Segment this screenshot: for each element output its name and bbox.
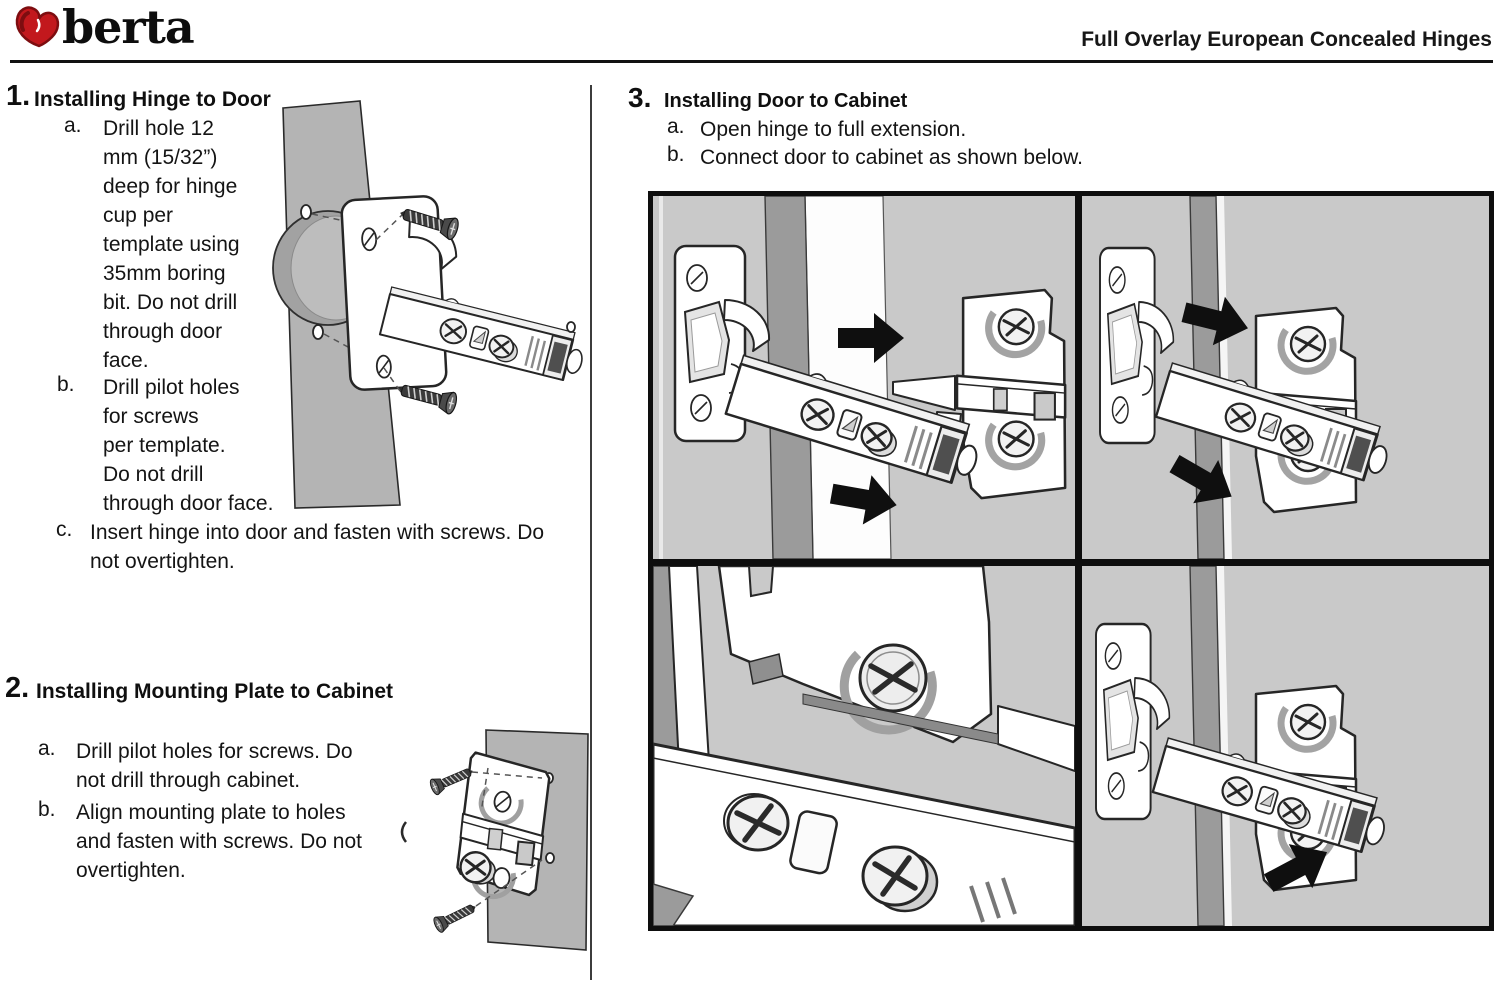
header-rule — [10, 60, 1493, 63]
section-3-item-b-label: b. — [667, 143, 685, 166]
mounting-plate — [717, 566, 1075, 772]
plate-rail — [892, 375, 956, 411]
section-3-title: Installing Door to Cabinet — [664, 90, 908, 112]
section-1-item-a-text: Drill hole 12 mm (15/32”) deep for hinge… — [103, 117, 240, 372]
pilot-hole — [566, 321, 576, 333]
section-3-number: 3. — [628, 82, 652, 113]
mounting-plate — [456, 751, 551, 900]
pilot-hole — [312, 324, 324, 340]
pilot-hole — [300, 204, 312, 220]
section-2-item-a-label: a. — [38, 737, 56, 760]
section-1-number: 1. — [6, 80, 31, 112]
section-1-title: Installing Hinge to Door — [34, 88, 271, 111]
panel-step-2 — [1082, 196, 1489, 559]
door-edge-strip — [1189, 566, 1225, 926]
section-3-item-a-text: Open hinge to full extension. — [700, 118, 967, 141]
section-3-item-a-label: a. — [667, 115, 685, 138]
section-1-item-b-label: b. — [57, 373, 75, 396]
figure-mounting-plate-to-cabinet — [400, 729, 589, 951]
section-2-title: Installing Mounting Plate to Cabinet — [36, 680, 393, 703]
panel-step-4 — [1082, 566, 1489, 926]
brand-logo: berta — [14, 0, 195, 54]
section-1-item-c-label: c. — [56, 518, 73, 541]
rail-slot — [802, 693, 999, 745]
figure-hinge-to-door — [272, 100, 591, 509]
panel-step-3-closeup — [653, 566, 1075, 926]
brand-mark-icon — [15, 6, 60, 48]
section-2-item-a-text: Drill pilot holes for screws. Do not dri… — [76, 740, 353, 792]
arm-window — [789, 810, 838, 875]
column-divider — [590, 85, 592, 980]
document-title: Full Overlay European Concealed Hinges — [1081, 28, 1492, 51]
section-1-item-b-text: Drill pilot holes for screws per templat… — [103, 376, 274, 515]
section-3-item-b-text: Connect door to cabinet as shown below. — [700, 146, 1083, 169]
installation-steps-grid — [648, 191, 1494, 931]
hinge-arm-closeup — [653, 742, 1075, 926]
section-2-item-b-label: b. — [38, 798, 56, 821]
section-1-item-a-label: a. — [64, 114, 82, 137]
bracket-mark — [400, 821, 408, 843]
pilot-hole — [545, 852, 555, 864]
section-1-item-c-text: Insert hinge into door and fasten with s… — [90, 521, 545, 573]
section-2-item-b-text: Align mounting plate to holes and fasten… — [76, 801, 362, 882]
screw-icon — [431, 898, 480, 935]
panel-step-1 — [653, 196, 1075, 559]
brand-name: berta — [62, 0, 195, 54]
section-2-number: 2. — [5, 672, 30, 704]
